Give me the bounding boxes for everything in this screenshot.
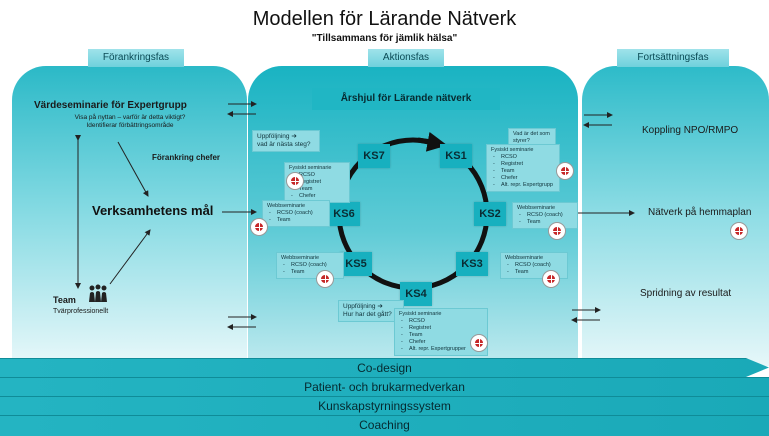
ks4-box: KS4 — [400, 282, 432, 306]
seminar-ks1-item: Registret — [493, 161, 555, 168]
phase-tab-aktion: Aktionsfas — [368, 49, 444, 67]
band-patient-involvement: Patient- och brukarmedverkan — [0, 377, 769, 396]
followup-how-went-box: Uppföljning ➔ Hur har det gått? — [338, 300, 404, 322]
web-ks5-item: RCSO (coach) — [283, 262, 339, 269]
web-ks2-item: Team — [519, 219, 573, 226]
target-icon — [250, 218, 268, 236]
seminar-ks1-item: Alt. repr. Expertgrupp — [493, 182, 555, 189]
ks1-box: KS1 — [440, 144, 472, 168]
followup-bottom-line2: Hur har det gått? — [343, 311, 392, 318]
seminar-ks7-item: Chefer — [291, 193, 345, 200]
value-seminar-line2: Identifierar förbättringsområde — [86, 122, 174, 129]
question-line1: Vad är det som — [513, 131, 550, 137]
value-seminar-line1: Visa på nyttan – varför är detta viktigt… — [74, 114, 186, 121]
team-people-icon — [87, 284, 109, 304]
wheel-title-bar: Årshjul för Lärande nätverk — [312, 88, 500, 110]
target-icon — [286, 172, 304, 190]
seminar-ks1-item: Chefer — [493, 175, 555, 182]
team-subtitle: Tvärprofessionellt — [53, 308, 109, 315]
phase-tab-fortsattning: Fortsättningsfas — [617, 49, 729, 67]
ks7-box: KS7 — [358, 144, 390, 168]
what-controls-box: Vad är det som styrer? — [508, 128, 556, 148]
web-ks6-title: Webbseminarie — [267, 203, 306, 209]
diagram-subtitle: "Tillsammans för jämlik hälsa" — [311, 33, 458, 44]
target-icon — [470, 334, 488, 352]
home-network-label: Nätverk på hemmaplan — [648, 207, 752, 218]
seminar-ks7-item: Team — [291, 186, 345, 193]
phase-tab-forankring: Förankringsfas — [88, 49, 184, 67]
web-ks2-title: Webbseminarie — [517, 205, 556, 211]
band-coaching: Coaching — [0, 415, 769, 436]
followup-top-line2: vad är nästa steg? — [257, 141, 311, 148]
target-icon — [542, 270, 560, 288]
followup-next-step-box: Uppföljning ➔ vad är nästa steg? — [252, 130, 320, 152]
phase-panel-right — [582, 66, 769, 366]
band-co-design: Co-design — [0, 358, 769, 377]
web-ks6-item: Team — [269, 217, 325, 224]
seminar-ks4-title: Fysiskt seminarie — [399, 311, 442, 317]
anchor-leaders-label: Förankring chefer — [152, 153, 221, 162]
ks3-box: KS3 — [456, 252, 488, 276]
seminar-ks1-title: Fysiskt seminarie — [491, 147, 534, 153]
physical-seminar-ks1-box: Fysiskt seminarie RCSO Registret Team Ch… — [486, 144, 560, 192]
web-ks2-item: RCSO (coach) — [519, 212, 573, 219]
seminar-ks4-item: RCSO — [401, 318, 483, 325]
band-knowledge-system: Kunskapstyrningssystem — [0, 396, 769, 415]
ks2-box: KS2 — [474, 202, 506, 226]
followup-bottom-line1: Uppföljning ➔ — [343, 303, 383, 310]
seminar-ks7-title: Fysiskt seminarie — [289, 165, 332, 171]
phase-panel-left — [12, 66, 247, 366]
web-seminar-ks6-box: Webbseminarie RCSO (coach) Team — [262, 200, 330, 227]
team-label: Team — [53, 295, 76, 305]
web-ks3-item: RCSO (coach) — [507, 262, 563, 269]
web-seminar-ks5-box: Webbseminarie RCSO (coach) Team — [276, 252, 344, 279]
web-ks3-title: Webbseminarie — [505, 255, 544, 261]
seminar-ks4-item: Registret — [401, 325, 483, 332]
seminar-ks7-item: RCSO — [291, 172, 345, 179]
web-seminar-ks2-box: Webbseminarie RCSO (coach) Team — [512, 202, 578, 229]
seminar-ks4-item: Chefer — [401, 339, 483, 346]
seminar-ks1-item: RCSO — [493, 154, 555, 161]
spread-results-label: Spridning av resultat — [640, 288, 732, 299]
seminar-ks7-item: Registret — [291, 179, 345, 186]
question-line2: styrer? — [513, 138, 530, 144]
value-seminar-title: Värdeseminarie för Expertgrupp — [34, 100, 187, 111]
web-ks5-item: Team — [283, 269, 339, 276]
seminar-ks4-item: Alt. repr. Expertgrupper — [401, 346, 483, 353]
ks5-box: KS5 — [340, 252, 372, 276]
diagram-title: Modellen för Lärande Nätverk — [252, 8, 517, 30]
web-ks6-item: RCSO (coach) — [269, 210, 325, 217]
target-icon — [548, 222, 566, 240]
cycle-direction-arrow — [417, 131, 448, 152]
npo-rmpo-link-label: Koppling NPO/RMPO — [642, 125, 739, 136]
seminar-ks4-item: Team — [401, 332, 483, 339]
ks6-box: KS6 — [328, 202, 360, 226]
seminar-ks1-item: Team — [493, 168, 555, 175]
web-ks3-item: Team — [507, 269, 563, 276]
target-icon — [730, 222, 748, 240]
target-icon — [556, 162, 574, 180]
target-icon — [316, 270, 334, 288]
web-ks5-title: Webbseminarie — [281, 255, 320, 261]
organization-goals-label: Verksamhetens mål — [92, 203, 214, 218]
followup-top-line1: Uppföljning ➔ — [257, 133, 297, 140]
